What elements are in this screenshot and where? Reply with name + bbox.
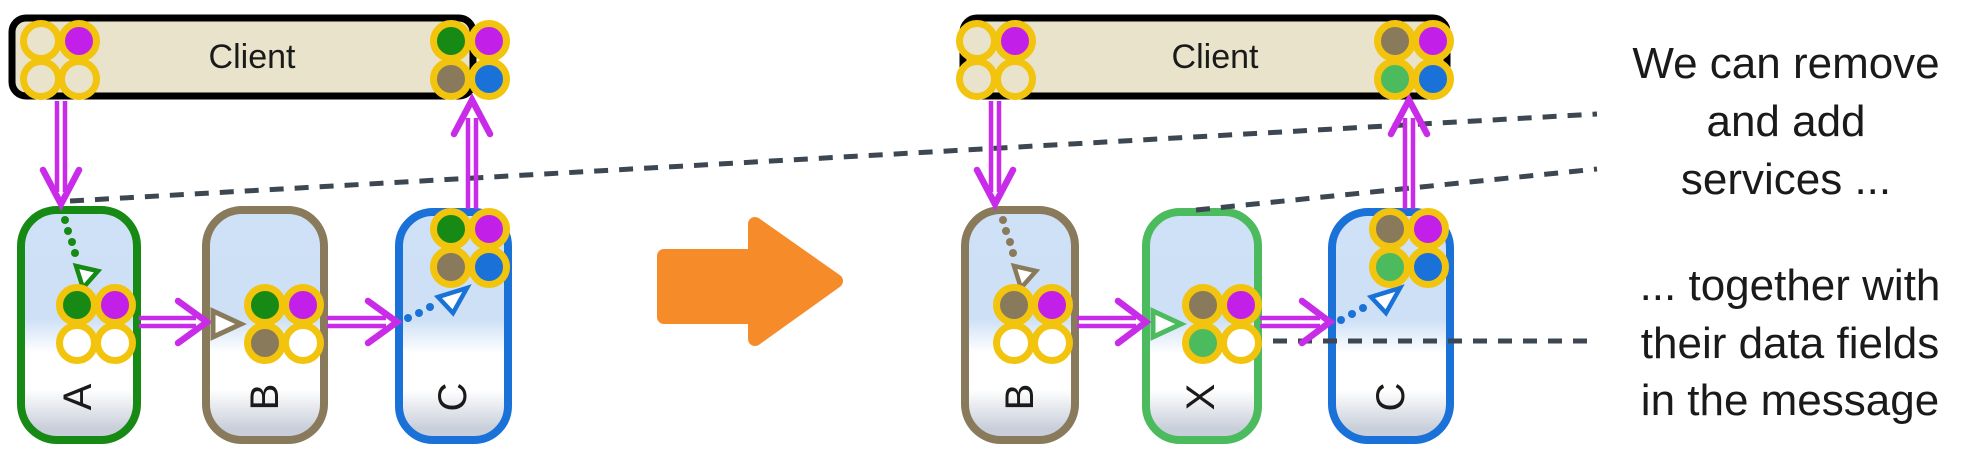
arrow-x-to-c [1260, 297, 1336, 347]
data-field-dot-beige [20, 58, 62, 100]
cluster-service-b [993, 284, 1073, 364]
arrow-client-to-a [39, 101, 83, 211]
cluster-client-right [430, 20, 510, 100]
cluster-service-c [1369, 208, 1449, 288]
annotation-line-add-service [1195, 166, 1598, 213]
data-field-dot-taupe [1374, 20, 1416, 62]
annotation-remove-add: We can remove and add services ... [1632, 39, 1939, 204]
annotation-line: We can remove [1632, 39, 1939, 88]
data-field-dot-green [244, 284, 286, 326]
data-field-dot-blue [1407, 246, 1449, 288]
data-field-dot-blue [468, 58, 510, 100]
data-field-dot-white [56, 322, 98, 364]
annotation-line: and add [1706, 97, 1865, 146]
process-arrow-b-right-icon [999, 216, 1041, 293]
data-field-dot-beige [956, 20, 998, 62]
annotation-line-remove-service [69, 111, 1598, 204]
data-field-dot-taupe [1369, 208, 1411, 250]
data-field-dot-purple [282, 284, 324, 326]
data-field-dot-taupe [430, 58, 472, 100]
data-field-dot-taupe [1182, 284, 1224, 326]
arrow-client-to-b [973, 101, 1017, 211]
annotation-line: services ... [1681, 155, 1891, 204]
arrow-c-to-client [450, 93, 494, 209]
process-arrow-c-icon [404, 284, 472, 322]
annotation-data-fields: ... together with their data fields in t… [1640, 261, 1941, 425]
data-field-dot-taupe [993, 284, 1035, 326]
input-port-x-icon [1150, 307, 1187, 341]
arrow-b-to-x [1077, 297, 1152, 347]
service-c-label: C [431, 383, 475, 412]
data-field-dot-beige [58, 58, 100, 100]
cluster-service-c [430, 208, 510, 288]
data-field-dot-white [94, 322, 136, 364]
data-field-dot-taupe [430, 246, 472, 288]
data-field-dot-beige [994, 58, 1036, 100]
data-field-dot-white [1031, 322, 1073, 364]
service-c-label: C [1369, 383, 1413, 412]
annotation-line: their data fields [1641, 319, 1939, 368]
data-field-dot-white [1220, 322, 1262, 364]
cluster-service-b [244, 284, 324, 364]
cluster-client-left [956, 20, 1036, 100]
data-field-dot-beige [956, 58, 998, 100]
data-field-dot-green_light [1182, 322, 1224, 364]
data-field-dot-purple [58, 20, 100, 62]
arrow-a-to-b [139, 297, 213, 347]
client-box [959, 14, 1451, 100]
data-field-dot-green [430, 20, 472, 62]
service-b-label: B [243, 384, 287, 411]
data-field-dot-blue [1412, 58, 1454, 100]
data-field-dot-purple [94, 284, 136, 326]
cluster-client-left [20, 20, 100, 100]
arrow-c-to-client [1387, 93, 1431, 209]
process-arrow-a-icon [61, 216, 103, 293]
data-field-dot-purple [994, 20, 1036, 62]
data-field-dot-green_light [1369, 246, 1411, 288]
client-label: Client [1172, 38, 1259, 76]
service-a-label: A [56, 383, 100, 410]
input-port-b-icon [210, 307, 247, 341]
data-field-dot-green_light [1374, 58, 1416, 100]
service-x-label: X [1179, 384, 1223, 411]
data-field-dot-purple [1407, 208, 1449, 250]
data-field-dot-blue [468, 246, 510, 288]
process-arrow-c-right-icon [1337, 284, 1405, 324]
data-field-dot-purple [468, 208, 510, 250]
transform-arrow-icon [657, 217, 843, 346]
cluster-client-right [1374, 20, 1454, 100]
cluster-service-a [56, 284, 136, 364]
arrow-b-to-c [327, 297, 403, 347]
data-field-dot-purple [1031, 284, 1073, 326]
data-field-dot-green [430, 208, 472, 250]
cluster-service-x [1182, 284, 1262, 364]
data-field-dot-green [56, 284, 98, 326]
data-field-dot-white [282, 322, 324, 364]
data-field-dot-beige [20, 20, 62, 62]
client-box [8, 14, 477, 100]
data-field-dot-purple [1412, 20, 1454, 62]
data-field-dot-taupe [244, 322, 286, 364]
data-field-dot-purple [468, 20, 510, 62]
annotation-line: ... together with [1640, 261, 1941, 310]
data-field-dot-purple [1220, 284, 1262, 326]
right-diagram: Client [959, 14, 1454, 444]
service-b-label: B [998, 384, 1042, 411]
data-field-dot-white [993, 322, 1035, 364]
annotation-line: in the message [1641, 376, 1939, 425]
client-label: Client [209, 38, 296, 76]
